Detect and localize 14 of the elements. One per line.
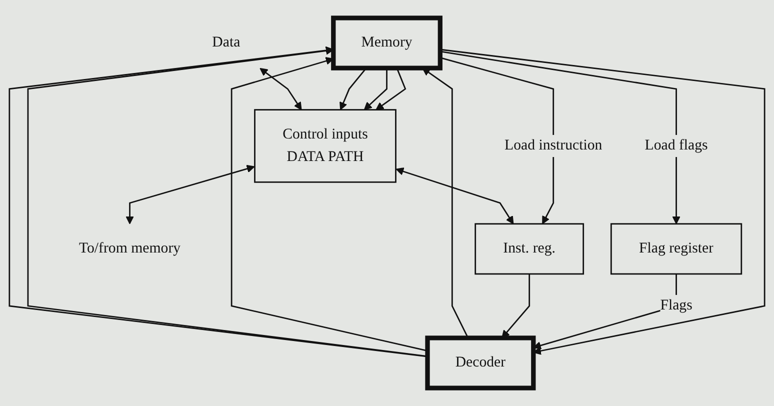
node-text: To/from memory [78,240,181,256]
arrow [364,68,388,110]
node-text: Data [212,34,240,50]
arrow [396,167,514,224]
edge-label: Load flags [644,138,708,154]
arrow [260,68,302,110]
arrow [126,164,255,224]
node-box: Inst. reg. [474,223,584,275]
node-box: Decoder [425,336,536,390]
node-box: Flag register [610,223,742,275]
node-box: Memory [331,16,442,70]
edge-label: Flags [660,298,692,314]
edge-label: Load instruction [504,138,602,154]
node-box: Control inputs DATA PATH [254,109,396,183]
